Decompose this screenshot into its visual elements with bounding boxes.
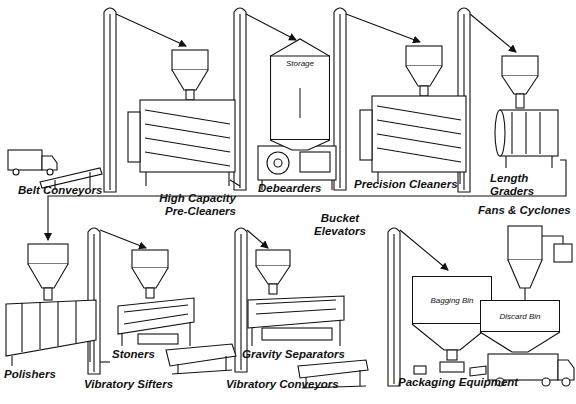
node-text: Discard Bin	[495, 312, 545, 321]
equipment-label: Vibratory Sifters	[84, 378, 194, 391]
gravity-separator	[248, 250, 344, 346]
equipment-label: Packaging Equipment	[398, 376, 538, 389]
equipment-label: Belt Conveyors	[18, 184, 118, 197]
equipment-label: Fans & Cyclones	[478, 204, 574, 217]
equipment-label: Stoners	[112, 348, 172, 361]
equipment-label: Debearders	[258, 182, 338, 195]
vibratory-sifter	[166, 344, 236, 374]
precision-cleaner	[360, 46, 466, 184]
equipment-label: High Capacity Pre-Cleaners	[150, 192, 236, 218]
bucket-elevators	[104, 8, 470, 192]
storage-outlet	[270, 140, 330, 150]
polisher	[6, 244, 96, 366]
discard-bin: Discard Bin	[480, 300, 560, 332]
flow-arrows	[48, 14, 566, 364]
node-text: Storage	[285, 59, 315, 68]
equipment-label: Bucket Elevators	[300, 212, 380, 238]
stoner	[118, 250, 194, 346]
equipment-label: Vibratory Conveyors	[226, 378, 356, 391]
silo-outline	[270, 38, 330, 140]
equipment-label: Length Graders	[490, 172, 550, 198]
node-text: Bagging Bin	[427, 296, 477, 305]
equipment-label: Polishers	[4, 368, 84, 381]
equipment-label: Precision Cleaners	[354, 178, 464, 191]
fans-cyclones	[480, 226, 574, 386]
bucket-elevators	[88, 228, 400, 386]
length-grader	[495, 56, 558, 168]
storage-silo: Storage	[270, 38, 330, 140]
pre-cleaner	[128, 50, 240, 186]
equipment-label: Gravity Separators	[242, 348, 362, 361]
